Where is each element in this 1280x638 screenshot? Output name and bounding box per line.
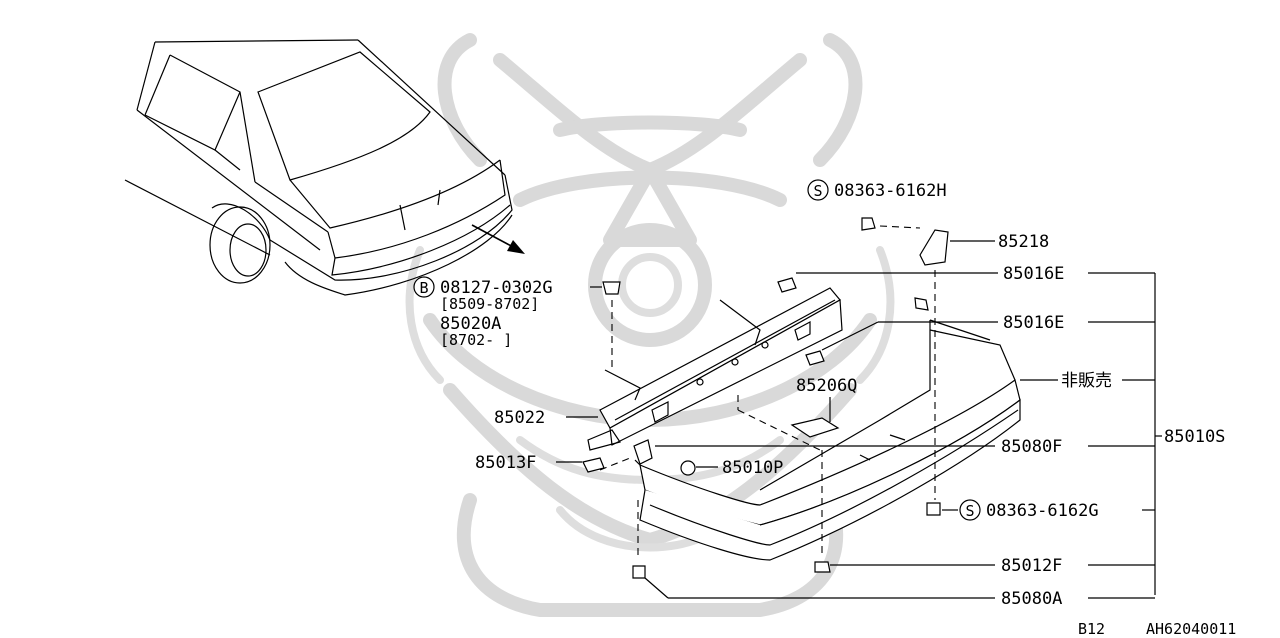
bracket-center — [790, 417, 840, 438]
screw-bottom — [926, 502, 941, 516]
bracket-85218 — [919, 229, 949, 266]
screw-lower — [632, 565, 646, 579]
label-bolt[interactable]: 08127-0302G — [440, 278, 553, 298]
label-cap[interactable]: 85010P — [722, 458, 783, 478]
leader-lines — [556, 240, 1162, 599]
label-bracket-center[interactable]: 85206Q — [796, 376, 857, 396]
bolt — [602, 281, 621, 295]
label-reinforce[interactable]: 85022 — [494, 408, 545, 428]
installation-lines — [599, 225, 936, 560]
grommet — [814, 561, 831, 573]
label-screw-bottom[interactable]: 08363-6162G — [986, 501, 1099, 521]
label-bracket[interactable]: 85218 — [998, 232, 1049, 252]
page-code: B12 — [1078, 620, 1105, 638]
part-labels: 08363-6162H 85218 85016E 08127-0302G [85… — [440, 181, 1225, 609]
clip-upper — [777, 277, 797, 293]
small-parts — [582, 217, 949, 579]
diagram-code: AH62040011 — [1146, 620, 1236, 638]
label-retainer[interactable]: 85080F — [1001, 437, 1062, 457]
label-side-clip[interactable]: 85013F — [475, 453, 536, 473]
screw-top — [861, 217, 876, 231]
screw-bottom-prefix: S — [965, 502, 974, 520]
retainer — [633, 439, 653, 465]
label-screw-top[interactable]: 08363-6162H — [834, 181, 947, 201]
label-bolt-range: [8509-8702] — [440, 295, 539, 313]
screw-top-prefix: S — [813, 182, 822, 200]
reinforcement-beam — [587, 287, 843, 451]
car-rear-illustration — [124, 39, 513, 296]
prefix-markers: S B S — [413, 179, 981, 521]
direction-arrow-icon — [471, 224, 525, 254]
stay — [914, 297, 929, 311]
label-not-sold: 非販売 — [1061, 371, 1112, 391]
cap — [680, 460, 696, 476]
label-reinforce-alt[interactable]: 85020A — [440, 314, 501, 334]
label-screw-lower[interactable]: 85080A — [1001, 589, 1062, 609]
label-grommet[interactable]: 85012F — [1001, 556, 1062, 576]
label-clip-upper[interactable]: 85016E — [1003, 264, 1064, 284]
label-clip-lower[interactable]: 85016E — [1003, 313, 1064, 333]
bolt-prefix: B — [419, 279, 428, 297]
clip-lower — [805, 350, 825, 366]
label-reinforce-alt-range: [8702- ] — [440, 331, 512, 349]
bumper-fascia — [634, 319, 1021, 561]
label-assembly[interactable]: 85010S — [1164, 427, 1225, 447]
footer-codes: B12 AH62040011 — [1078, 620, 1236, 638]
